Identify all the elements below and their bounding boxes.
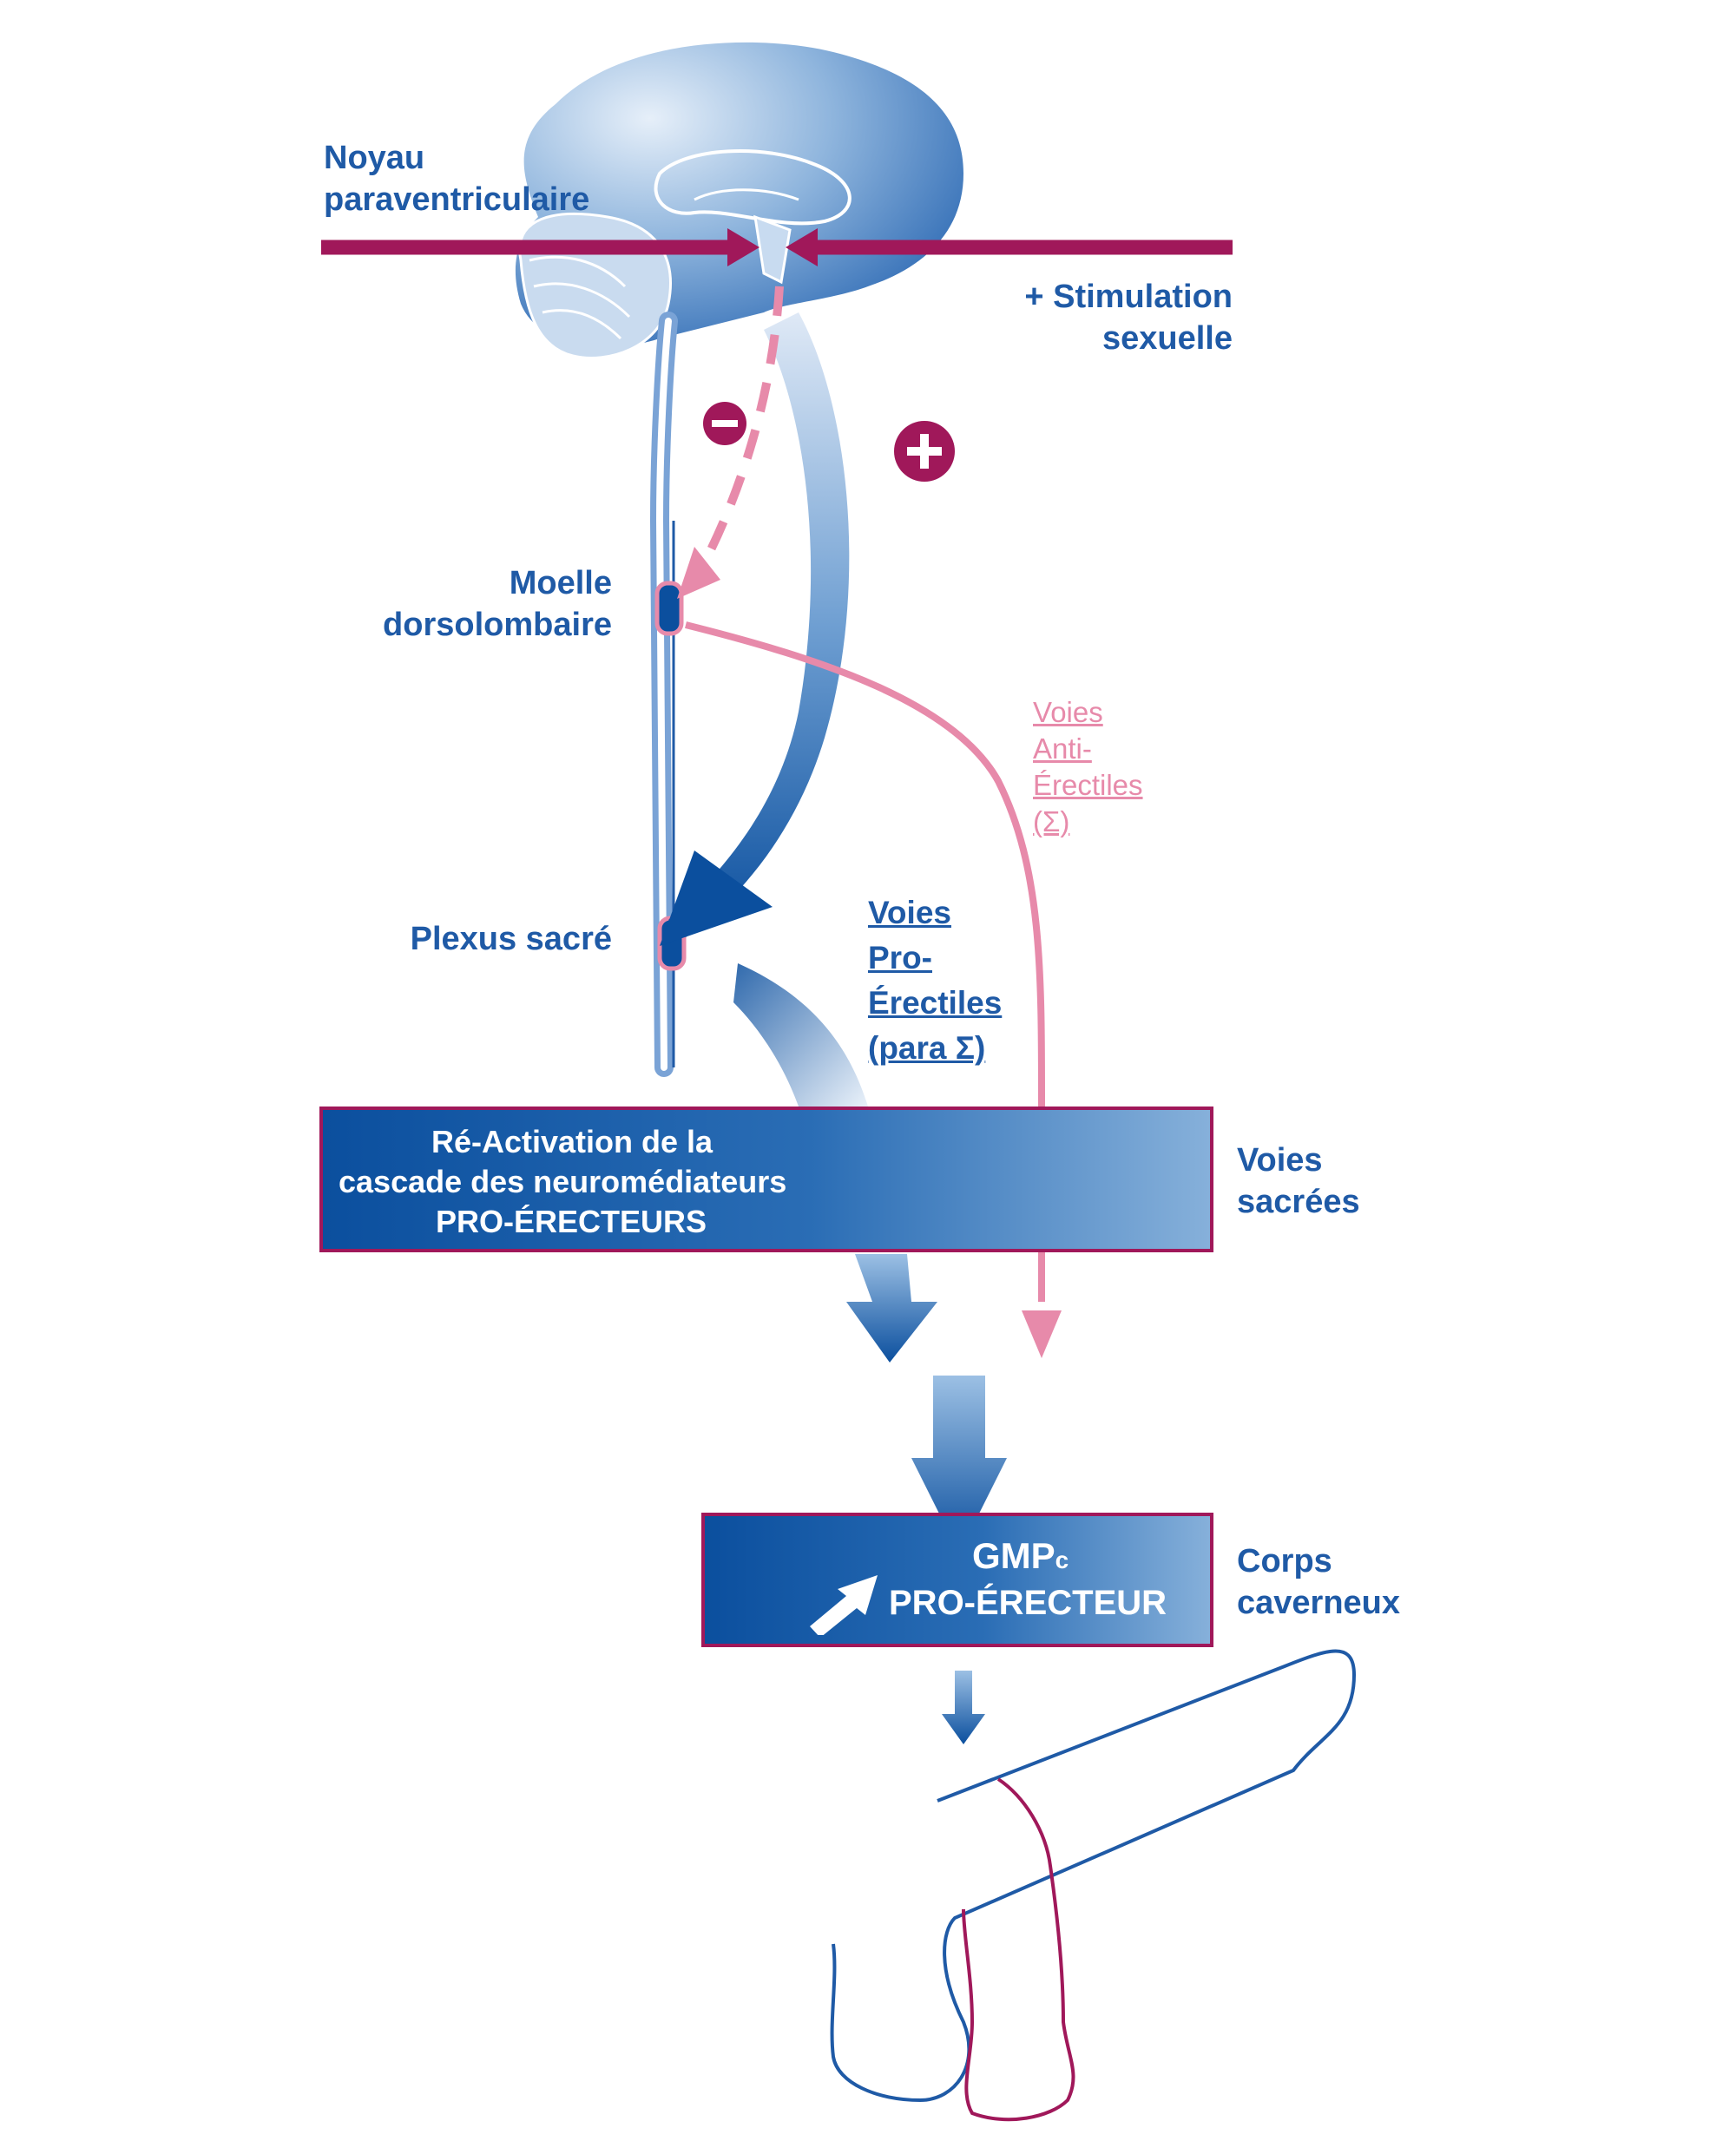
- cascade-line2: cascade des neuromédiateurs: [339, 1164, 787, 1199]
- label-noyau-line1: Noyau: [324, 140, 425, 176]
- label-pro-line2: Pro-: [868, 940, 932, 975]
- corpus-cavernosum-outline: [962, 1777, 1075, 2122]
- moelle-node: [654, 581, 684, 636]
- label-anti-line3: Érectiles: [1033, 769, 1143, 801]
- label-sacrees-line2: sacrées: [1237, 1184, 1360, 1220]
- label-moelle-line2: dorsolombaire: [383, 607, 612, 643]
- label-pro-line1: Voies: [868, 895, 951, 930]
- gmpc-line2: PRO-ÉRECTEUR: [889, 1584, 1167, 1622]
- corpus-callosum: [654, 149, 852, 226]
- pro-erectile-curved-arrow: [668, 312, 850, 937]
- label-noyau-line2: paraventriculaire: [324, 181, 590, 218]
- label-pro-line3: Érectiles: [868, 985, 1003, 1021]
- gmpc-box: GMPc PRO-ÉRECTEUR: [701, 1513, 1213, 1647]
- label-corps-line1: Corps: [1237, 1543, 1332, 1579]
- label-plexus: Plexus sacré: [347, 918, 612, 960]
- plexus-to-box-stub: [733, 963, 868, 1107]
- label-stimulation-line2: sexuelle: [1102, 320, 1233, 357]
- hypothalamus: [753, 214, 792, 285]
- noyau-arrowhead: [727, 228, 760, 266]
- penis-illustration: [830, 1649, 1357, 2122]
- cascade-box: Ré-Activation de la cascade des neuroméd…: [319, 1107, 1213, 1252]
- stimulation-arrowhead: [786, 228, 818, 266]
- pro-erectile-curved-arrowhead: [660, 850, 773, 946]
- label-plexus-text: Plexus sacré: [410, 921, 612, 957]
- cascade-down-arrow: [846, 1254, 937, 1363]
- label-anti-line4: (Σ): [1033, 805, 1070, 837]
- minus-icon: [712, 420, 738, 427]
- gmpc-title: GMPc: [972, 1535, 1069, 1577]
- label-stimulation-line1: + Stimulation: [1024, 279, 1233, 315]
- cascade-line3: PRO-ÉRECTEURS: [436, 1204, 707, 1239]
- label-moelle-line1: Moelle: [509, 565, 612, 601]
- anti-erectile-pathway: [685, 621, 1045, 1302]
- ventricle-outline: [694, 188, 799, 201]
- label-anti-erectiles: Voies Anti- Érectiles (Σ): [1033, 694, 1143, 840]
- gmpc-down-arrow: [911, 1376, 1007, 1553]
- label-moelle: Moelle dorsolombaire: [347, 562, 612, 646]
- inhibition-arrowhead: [677, 547, 720, 599]
- label-anti-line1: Voies: [1033, 696, 1103, 728]
- cerebellum-folds: [529, 255, 631, 340]
- label-voies-sacrees: Voies sacrées: [1237, 1139, 1360, 1223]
- label-pro-line4: (para Σ): [868, 1030, 986, 1066]
- small-down-arrow: [942, 1671, 985, 1744]
- anti-erectile-arrowhead: [1022, 1310, 1062, 1358]
- increase-arrow-icon: [810, 1575, 878, 1635]
- label-noyau: Noyau paraventriculaire: [324, 137, 589, 220]
- gmpc-subscript: c: [1055, 1547, 1069, 1573]
- inhibition-dashed-arrow: [690, 286, 784, 584]
- label-pro-erectiles: Voies Pro- Érectiles (para Σ): [868, 890, 1002, 1071]
- label-stimulation: + Stimulation sexuelle: [972, 276, 1233, 359]
- cascade-line1: Ré-Activation de la: [431, 1124, 713, 1159]
- label-corps-line2: caverneux: [1237, 1585, 1401, 1621]
- penis-outline: [830, 1649, 1357, 2103]
- label-corps-caverneux: Corps caverneux: [1237, 1540, 1400, 1624]
- plus-icon-v: [920, 434, 929, 469]
- gmpc-main: GMP: [972, 1535, 1055, 1576]
- label-sacrees-line1: Voies: [1237, 1142, 1323, 1179]
- label-anti-line2: Anti-: [1033, 732, 1092, 765]
